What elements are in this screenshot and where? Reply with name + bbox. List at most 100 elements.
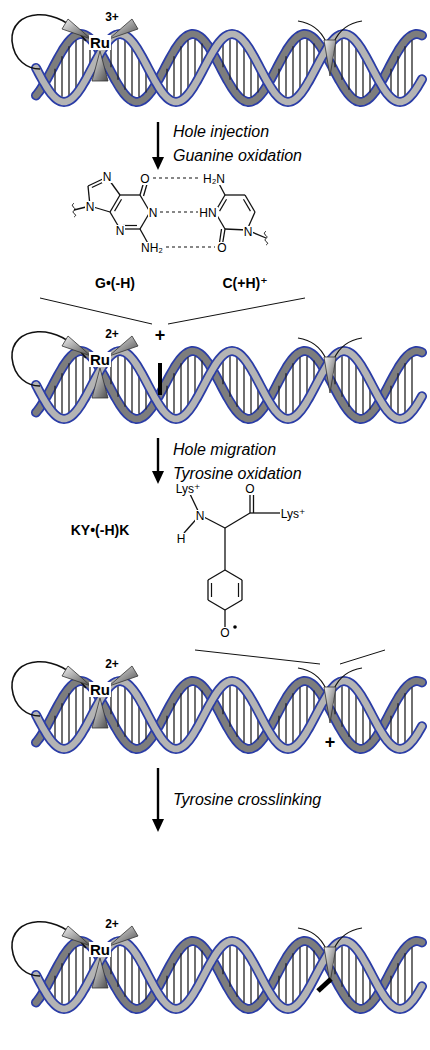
label-slot: G•(-H) — [94, 275, 136, 291]
reaction-arrow — [152, 122, 164, 170]
ruthenium-complex — [12, 332, 138, 398]
label-slot: O — [216, 239, 227, 255]
atom-label: Lys⁺ — [175, 483, 202, 495]
bond — [225, 570, 242, 580]
radical-dot — [233, 625, 237, 629]
label-slot: + — [154, 326, 167, 344]
dna-helix — [36, 34, 422, 102]
step-label: Hole migration — [172, 442, 277, 458]
atom-label: Lys⁺ — [280, 508, 307, 520]
attachment-mark — [264, 231, 267, 245]
oxidized-base — [160, 363, 161, 395]
bond — [224, 528, 225, 552]
species-label: G•(-H) — [94, 276, 136, 290]
step-label: Hole injection — [172, 124, 270, 140]
step-label: Tyrosine crosslinking — [172, 792, 322, 808]
bond — [207, 580, 208, 600]
ruthenium-complex — [12, 922, 138, 988]
ruthenium-complex — [12, 15, 138, 81]
zoom-line — [168, 298, 305, 324]
atom-label: HN — [198, 207, 217, 219]
label-slot: H₂N — [202, 170, 226, 186]
dna-helix — [36, 941, 422, 1009]
label-slot: H — [176, 530, 187, 546]
base-pair-structure — [72, 177, 267, 247]
hole-label: + — [324, 733, 337, 751]
label-slot: 3+ — [104, 8, 120, 24]
label-slot: 2+ — [104, 655, 120, 671]
peptide — [298, 668, 362, 723]
label-slot: O — [219, 624, 230, 640]
label-slot: 2+ — [104, 325, 120, 341]
bond — [238, 583, 239, 597]
species-label: C(+H)⁺ — [221, 276, 268, 290]
metal-label: Ru — [89, 352, 111, 367]
atom-label: N — [85, 201, 96, 213]
dna-helix — [36, 681, 422, 749]
bond — [211, 583, 212, 597]
label-slot: Tyrosine crosslinking — [172, 792, 322, 808]
reaction-arrow — [152, 438, 164, 484]
zoom-line — [340, 650, 385, 664]
label-slot: NH₂ — [140, 239, 164, 255]
reaction-arrow — [152, 768, 164, 832]
peptide — [298, 928, 362, 991]
atom-label: O — [219, 627, 230, 639]
atom-label: O — [216, 242, 227, 254]
bond — [115, 199, 122, 211]
atom-label: H — [176, 533, 187, 545]
label-slot: Ru — [89, 942, 111, 958]
label-slot: C(+H)⁺ — [221, 275, 268, 291]
label-slot: N — [102, 168, 113, 184]
label-slot: KY•(-H)K — [70, 522, 131, 538]
bond — [166, 246, 215, 247]
label-slot: + — [324, 733, 337, 751]
metal-label: Ru — [89, 682, 111, 697]
bond — [120, 194, 140, 195]
atom-label: N — [115, 225, 126, 237]
charge-label: 2+ — [104, 918, 120, 930]
atom-label: N — [195, 510, 206, 522]
hole-label: + — [154, 326, 167, 344]
attachment-mark — [72, 203, 75, 217]
label-slot: N — [195, 507, 206, 523]
label-slot: N — [115, 222, 126, 238]
bond — [250, 512, 280, 513]
label-slot: Hole injection — [172, 124, 270, 140]
tyrosine-structure — [184, 490, 280, 632]
charge-label: 3+ — [104, 11, 120, 23]
peptide — [298, 21, 362, 76]
label-slot: HN — [198, 204, 217, 220]
bond — [225, 194, 245, 195]
atom-label: H₂N — [202, 173, 226, 185]
label-slot: Ru — [89, 682, 111, 698]
label-slot: O — [244, 480, 255, 496]
label-slot: Lys⁺ — [280, 505, 307, 521]
bond — [225, 513, 250, 528]
label-slot: Ru — [89, 352, 111, 368]
atom-label: O — [244, 483, 255, 495]
label-slot: Ru — [89, 35, 111, 51]
charge-label: 2+ — [104, 328, 120, 340]
label-slot: N — [85, 198, 96, 214]
label-slot: N — [148, 204, 159, 220]
label-slot: Tyrosine oxidation — [172, 466, 303, 482]
label-slot: Lys⁺ — [175, 480, 202, 496]
metal-label: Ru — [89, 35, 111, 50]
zoom-line — [195, 650, 320, 664]
charge-label: 2+ — [104, 658, 120, 670]
bond — [160, 211, 199, 212]
bond — [153, 177, 200, 178]
step-label: Guanine oxidation — [172, 148, 303, 164]
bond — [243, 199, 250, 211]
step-label: Tyrosine oxidation — [172, 466, 303, 482]
dna-helix — [36, 351, 422, 419]
ruthenium-complex — [12, 662, 138, 728]
bond — [224, 552, 225, 570]
zoom-line — [40, 298, 152, 324]
atom-label: N — [148, 207, 159, 219]
bond — [220, 199, 227, 211]
atom-label: NH₂ — [140, 242, 164, 254]
atom-label: N — [243, 226, 254, 238]
label-slot: Guanine oxidation — [172, 148, 303, 164]
